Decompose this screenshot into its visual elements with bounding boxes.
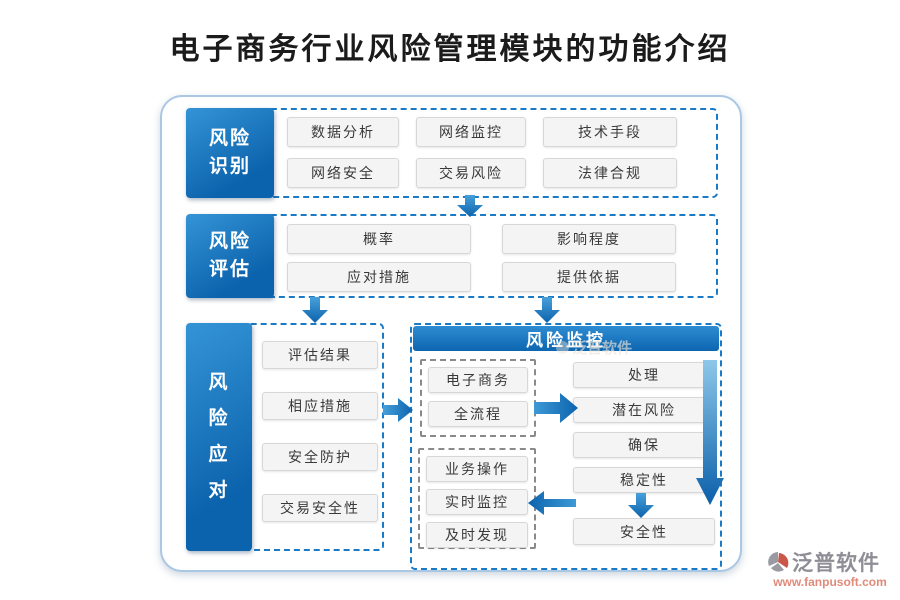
identify-item-network-monitoring: 网络监控 bbox=[416, 117, 526, 147]
risk-monitor-header: 风险监控 bbox=[413, 326, 719, 351]
respond-item-security-protection: 安全防护 bbox=[262, 443, 378, 471]
risk-assess-label-text: 风险评估 bbox=[208, 231, 251, 280]
risk-respond-label-text: 风险应对 bbox=[208, 371, 230, 502]
assess-item-provide-basis: 提供依据 bbox=[502, 262, 676, 292]
monitor-item-safety: 安全性 bbox=[573, 518, 715, 545]
arrow-down-assess-to-respond-icon bbox=[302, 297, 328, 323]
page-title: 电子商务行业风险管理模块的功能介绍 bbox=[169, 33, 731, 66]
respond-item-assessment-result: 评估结果 bbox=[262, 341, 378, 369]
assess-item-impact-degree: 影响程度 bbox=[502, 224, 676, 254]
monitor-item-potential-risk: 潜在风险 bbox=[573, 397, 715, 423]
arrow-left-to-realtime-monitoring-icon bbox=[528, 491, 576, 515]
fanpu-logo-url: www.fanpusoft.com bbox=[773, 575, 887, 589]
monitor-item-realtime-monitoring: 实时监控 bbox=[426, 489, 528, 515]
assess-item-response-measures: 应对措施 bbox=[287, 262, 471, 292]
identify-item-legal-compliance: 法律合规 bbox=[543, 158, 677, 188]
identify-item-technical-means: 技术手段 bbox=[543, 117, 677, 147]
arrow-down-identify-to-assess-icon bbox=[457, 195, 483, 217]
arrow-down-assess-to-monitor-icon bbox=[534, 297, 560, 323]
monitor-item-ensure: 确保 bbox=[573, 432, 715, 458]
risk-identify-label: 风险识别 bbox=[186, 108, 274, 198]
identify-item-data-analysis: 数据分析 bbox=[287, 117, 399, 147]
assess-item-probability: 概率 bbox=[287, 224, 471, 254]
risk-respond-label: 风险应对 bbox=[186, 323, 252, 551]
identify-item-transaction-risk: 交易风险 bbox=[416, 158, 526, 188]
arrow-right-respond-to-monitor-icon bbox=[383, 398, 413, 422]
respond-item-transaction-safety: 交易安全性 bbox=[262, 494, 378, 522]
fanpu-logo-icon bbox=[768, 552, 789, 572]
arrow-down-stability-to-safety-icon bbox=[628, 493, 654, 518]
respond-item-corresponding-measures: 相应措施 bbox=[262, 392, 378, 420]
monitor-item-full-process: 全流程 bbox=[428, 401, 528, 427]
monitor-item-timely-discovery: 及时发现 bbox=[426, 522, 528, 548]
arrow-right-scope-to-risks-icon bbox=[534, 393, 578, 423]
monitor-item-stability: 稳定性 bbox=[573, 467, 715, 493]
monitor-item-business-operation: 业务操作 bbox=[426, 456, 528, 482]
fanpu-logo-text: 泛普软件 bbox=[792, 552, 880, 575]
fanpu-logo: 泛普软件 www.fanpusoft.com bbox=[766, 547, 894, 589]
monitor-item-handle: 处理 bbox=[573, 362, 715, 388]
arrow-down-long-monitor-icon bbox=[696, 360, 724, 505]
risk-assess-label: 风险评估 bbox=[186, 214, 274, 298]
monitor-item-ecommerce: 电子商务 bbox=[428, 367, 528, 393]
risk-identify-label-text: 风险识别 bbox=[208, 128, 251, 177]
identify-item-network-security: 网络安全 bbox=[287, 158, 399, 188]
